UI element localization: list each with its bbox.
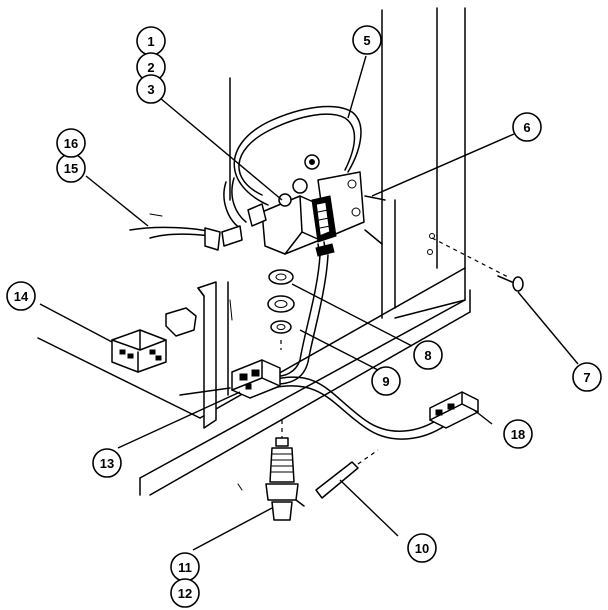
callout-13: 13: [92, 448, 122, 478]
callout-7: 7: [572, 362, 602, 392]
callout-14: 14: [6, 281, 36, 311]
wire-connector: [231, 359, 281, 399]
callout-12: 12: [170, 578, 200, 608]
callout-6-label: 6: [523, 120, 530, 135]
callout-7-label: 7: [583, 370, 590, 385]
callout-16: 16: [56, 128, 86, 158]
callout-3-label: 1: [147, 34, 154, 49]
callout-16-label: 16: [64, 136, 78, 151]
callout-18-label: 18: [511, 427, 525, 442]
callout-1-label: 3: [147, 82, 154, 97]
callout-8-label: 8: [424, 348, 431, 363]
callout-3: 1: [136, 26, 166, 56]
callout-18: 18: [503, 419, 533, 449]
inlet-hose: [129, 213, 243, 251]
cabinet-panel: [37, 7, 471, 496]
callout-14-label: 14: [14, 289, 29, 304]
tube-section: [315, 449, 379, 499]
callout-10-label: 10: [415, 541, 429, 556]
callout-9: 9: [371, 366, 401, 396]
mounting-screw: [427, 233, 524, 292]
end-connector: [429, 391, 479, 429]
drain-fitting: [237, 420, 305, 521]
callout-15-label: 15: [64, 161, 78, 176]
leader-lines: [39, 55, 579, 551]
callout-11: 11: [170, 552, 200, 582]
nut-washer-stack: [267, 269, 295, 350]
callout-6: 6: [512, 112, 542, 142]
mounting-bracket: [197, 281, 233, 429]
water-valve: [247, 154, 386, 257]
callout-1: 3: [136, 74, 166, 104]
water-tube: [223, 105, 362, 229]
callout-11-label: 11: [178, 560, 192, 575]
callout-2-label: 2: [147, 60, 154, 75]
callout-10: 10: [407, 533, 437, 563]
callout-13-label: 13: [100, 456, 114, 471]
callout-9-label: 9: [382, 374, 389, 389]
callout-8: 8: [413, 340, 443, 370]
wire-harness: [179, 254, 447, 440]
callout-5: 5: [352, 25, 382, 55]
callout-15: 15: [56, 153, 86, 183]
callout-5-label: 5: [363, 33, 370, 48]
callout-12-label: 12: [178, 586, 192, 601]
plug-connector: [111, 307, 197, 373]
